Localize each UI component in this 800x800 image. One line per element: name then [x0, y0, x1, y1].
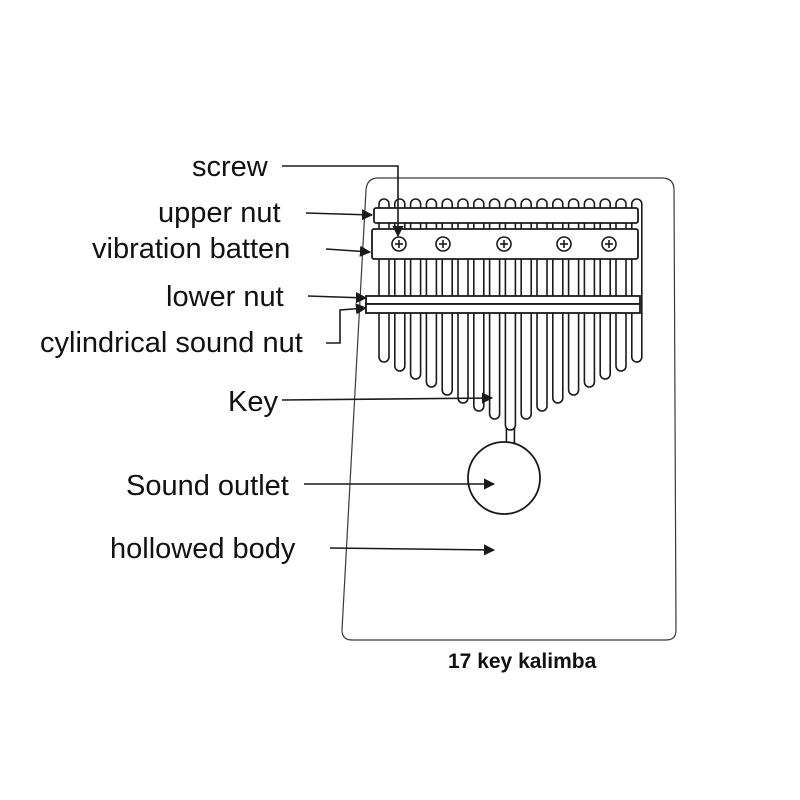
label-sound-outlet: Sound outlet — [126, 470, 289, 502]
diagram-caption: 17 key kalimba — [448, 650, 597, 673]
lower-nut — [365, 295, 641, 305]
screw-3 — [496, 236, 512, 252]
label-screw: screw — [192, 151, 269, 183]
arrow-vibration-batten — [325, 245, 372, 257]
screw-5 — [601, 236, 617, 252]
arrow-hollowed-body — [329, 544, 496, 556]
key-3 — [409, 198, 422, 380]
key-2 — [394, 198, 406, 372]
screws-group — [391, 236, 617, 252]
label-cylindrical-sound-nut: cylindrical sound nut — [40, 327, 303, 359]
arrow-screw — [282, 165, 404, 238]
arrow-key — [281, 392, 494, 404]
arrow-lower-nut — [307, 292, 368, 304]
label-hollowed-body: hollowed body — [110, 533, 296, 565]
screw-4 — [556, 236, 572, 252]
screw-2 — [435, 236, 451, 252]
label-key: Key — [228, 386, 278, 418]
key-4 — [425, 198, 438, 388]
arrow-cylindrical-sound-nut — [326, 303, 368, 344]
label-vibration-batten: vibration batten — [92, 233, 290, 265]
key-16 — [615, 198, 627, 372]
key-14 — [583, 198, 596, 388]
arrow-upper-nut — [305, 209, 374, 221]
cylindrical-sound-nut — [365, 303, 641, 314]
label-lower-nut: lower nut — [166, 281, 284, 313]
sound-outlet — [467, 441, 541, 515]
screw-1 — [391, 236, 407, 252]
label-upper-nut: upper nut — [158, 197, 281, 229]
key-15 — [599, 198, 611, 380]
upper-nut — [373, 207, 639, 224]
